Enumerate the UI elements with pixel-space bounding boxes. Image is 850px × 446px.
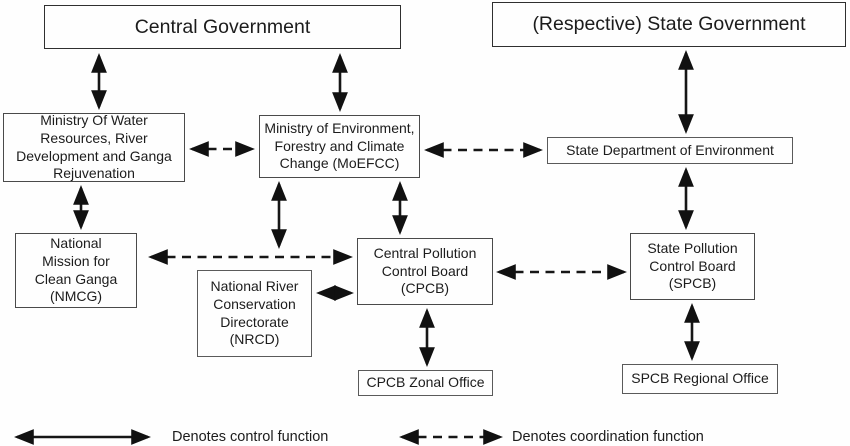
node-spcb-regional-office: SPCB Regional Office bbox=[622, 364, 778, 394]
node-central-government-label: Central Government bbox=[134, 15, 311, 38]
node-cpcb-zonal-office-label: CPCB Zonal Office bbox=[366, 374, 485, 391]
node-state-dept-environment-label: State Department of Environment bbox=[566, 141, 774, 158]
node-moefcc-label: Ministry of Environment, Forestry and Cl… bbox=[264, 119, 415, 172]
node-nrcd-label: National River Conservation Directorate … bbox=[210, 277, 299, 348]
node-state-dept-environment: State Department of Environment bbox=[547, 137, 793, 164]
node-state-government: (Respective) State Government bbox=[492, 2, 846, 47]
node-cpcb-label: Central Pollution Control Board (CPCB) bbox=[373, 244, 477, 297]
node-ministry-water-resources: Ministry Of Water Resources, River Devel… bbox=[3, 111, 185, 182]
node-nmcg: National Mission for Clean Ganga (NMCG) bbox=[15, 233, 137, 308]
node-spcb-label: State Pollution Control Board (SPCB) bbox=[647, 239, 738, 292]
node-nrcd: National River Conservation Directorate … bbox=[197, 270, 312, 357]
node-nmcg-label: National Mission for Clean Ganga (NMCG) bbox=[34, 234, 118, 305]
node-state-government-label: (Respective) State Government bbox=[532, 13, 806, 36]
node-ministry-water-resources-label: Ministry Of Water Resources, River Devel… bbox=[16, 111, 172, 182]
legend-coordination-label: Denotes coordination function bbox=[512, 429, 704, 445]
legend-control-label: Denotes control function bbox=[172, 429, 329, 445]
node-central-government: Central Government bbox=[44, 5, 401, 49]
node-cpcb: Central Pollution Control Board (CPCB) bbox=[357, 238, 493, 305]
node-spcb-regional-office-label: SPCB Regional Office bbox=[631, 370, 769, 387]
node-spcb: State Pollution Control Board (SPCB) bbox=[630, 233, 755, 300]
node-cpcb-zonal-office: CPCB Zonal Office bbox=[358, 370, 493, 396]
node-moefcc: Ministry of Environment, Forestry and Cl… bbox=[259, 115, 420, 178]
